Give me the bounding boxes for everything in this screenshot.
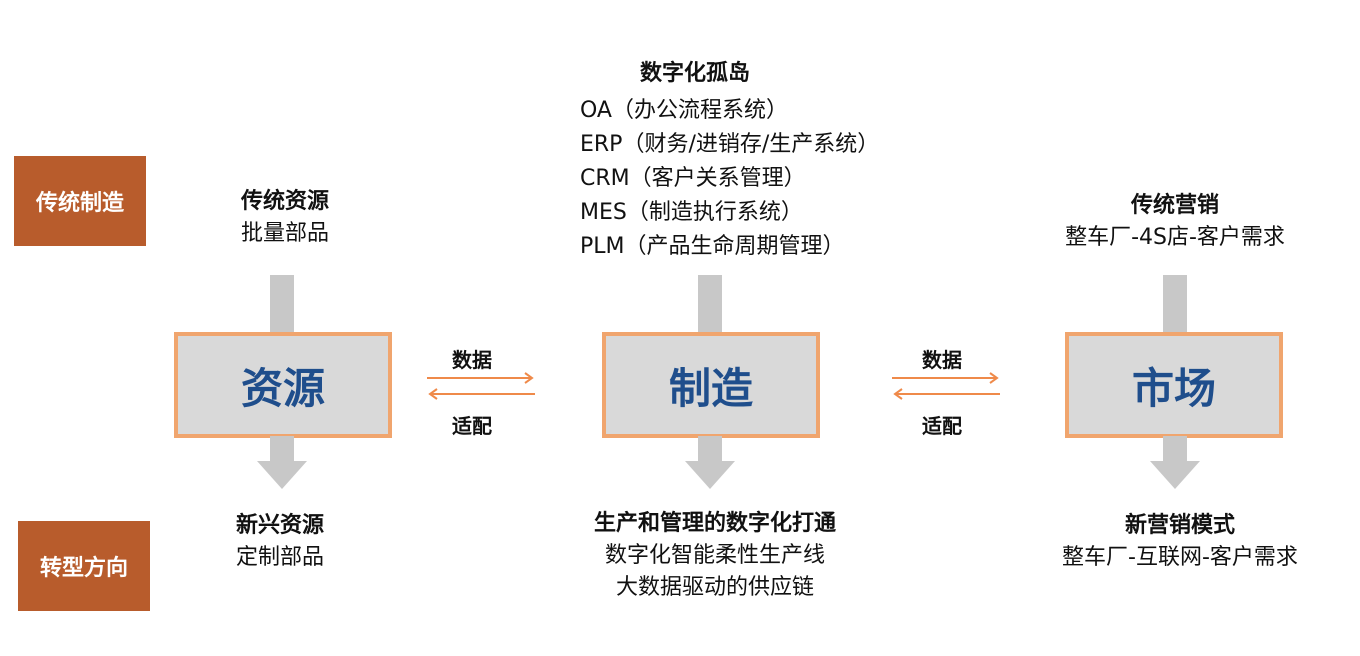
manufacturing-box: 制造 [602,332,820,438]
system-item-erp: ERP（财务/进销存/生产系统） [580,132,880,157]
resource-bottom-label: 新兴资源 定制部品 [175,510,385,574]
market-arrow-down-icon [1150,461,1200,489]
tag-transition-direction: 转型方向 [18,521,150,611]
manufacturing-system-list: OA（办公流程系统） ERP（财务/进销存/生产系统） CRM（客户关系管理） … [580,94,879,264]
link2-bottom-label: 适配 [922,414,962,438]
market-bottom-subtitle: 整车厂-互联网-客户需求 [1062,545,1298,570]
link1-bidirectional-arrows-icon [427,372,535,400]
manufacturing-bottom-title: 生产和管理的数字化打通 [593,511,836,536]
system-item-plm: PLM（产品生命周期管理） [580,234,845,259]
manufacturing-top-title: 数字化孤岛 [640,61,751,86]
tag-traditional-manufacturing: 传统制造 [14,156,146,246]
resource-arrow-down-icon [257,461,307,489]
link1-top-label: 数据 [452,348,492,372]
resource-box: 资源 [174,332,392,438]
link2-bidirectional-arrows-icon [892,372,1000,400]
market-arrow-bottom-shaft [1163,436,1187,462]
market-bottom-title: 新营销模式 [1124,513,1235,538]
resource-top-title: 传统资源 [240,189,329,214]
manufacturing-arrow-down-icon [685,461,735,489]
manufacturing-bottom-label: 生产和管理的数字化打通 数字化智能柔性生产线 大数据驱动的供应链 [540,508,890,604]
link1-bottom-label: 适配 [452,414,492,438]
resource-bottom-subtitle: 定制部品 [235,545,324,570]
market-bottom-label: 新营销模式 整车厂-互联网-客户需求 [1020,510,1340,574]
resource-arrow-bottom-shaft [270,436,294,462]
market-top-label: 传统营销 整车厂-4S店-客户需求 [1025,190,1325,254]
manufacturing-arrow-bottom-shaft [698,436,722,462]
market-arrow-top-shaft [1163,275,1187,335]
resource-bottom-title: 新兴资源 [235,513,324,538]
manufacturing-bottom-line-2: 大数据驱动的供应链 [615,575,814,600]
link2-top-label: 数据 [922,348,962,372]
resource-arrow-top-shaft [270,275,294,335]
manufacturing-arrow-top-shaft [698,275,722,335]
market-top-subtitle: 整车厂-4S店-客户需求 [1065,225,1285,250]
manufacturing-bottom-line-1: 数字化智能柔性生产线 [604,543,825,568]
system-item-mes: MES（制造执行系统） [580,200,803,225]
system-item-oa: OA（办公流程系统） [580,98,788,123]
resource-top-subtitle: 批量部品 [240,221,329,246]
market-box: 市场 [1065,332,1283,438]
resource-top-label: 传统资源 批量部品 [180,186,390,250]
system-item-crm: CRM（客户关系管理） [580,166,806,191]
market-top-title: 传统营销 [1130,193,1219,218]
